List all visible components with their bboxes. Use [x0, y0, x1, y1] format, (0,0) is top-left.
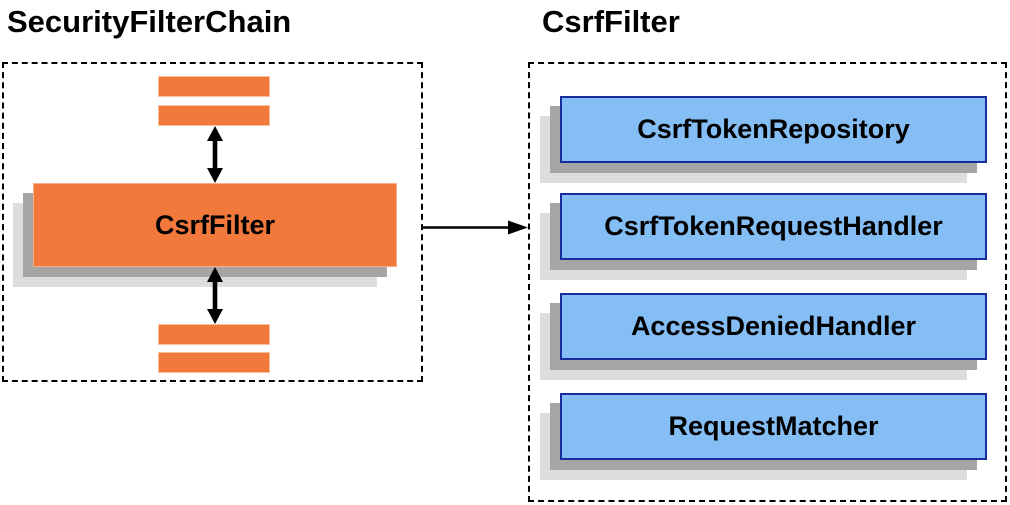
- flow-arrow-icon: [423, 220, 528, 235]
- component-node-csrf-token-request-handler: CsrfTokenRequestHandler: [540, 193, 987, 280]
- filter-placeholder-bar: [158, 76, 270, 97]
- component-label: RequestMatcher: [560, 393, 987, 460]
- security-filter-chain-container: [2, 62, 423, 382]
- csrf-filter-title: CsrfFilter: [542, 4, 680, 39]
- component-node-csrf-token-repository: CsrfTokenRepository: [540, 96, 987, 183]
- csrf-filter-container: [528, 62, 1007, 502]
- filter-placeholder-bar: [158, 324, 270, 345]
- component-label: CsrfTokenRequestHandler: [560, 193, 987, 260]
- component-node-access-denied-handler: AccessDeniedHandler: [540, 293, 987, 380]
- double-arrow-icon: [207, 126, 223, 183]
- double-arrow-icon: [207, 267, 223, 324]
- csrf-filter-node-label: CsrfFilter: [33, 183, 397, 267]
- csrf-filter-node: CsrfFilter: [13, 183, 397, 287]
- component-label: CsrfTokenRepository: [560, 96, 987, 163]
- component-label: AccessDeniedHandler: [560, 293, 987, 360]
- component-node-request-matcher: RequestMatcher: [540, 393, 987, 480]
- filter-placeholder-bar: [158, 105, 270, 126]
- filter-placeholder-bar: [158, 352, 270, 373]
- security-filter-chain-title: SecurityFilterChain: [7, 4, 292, 39]
